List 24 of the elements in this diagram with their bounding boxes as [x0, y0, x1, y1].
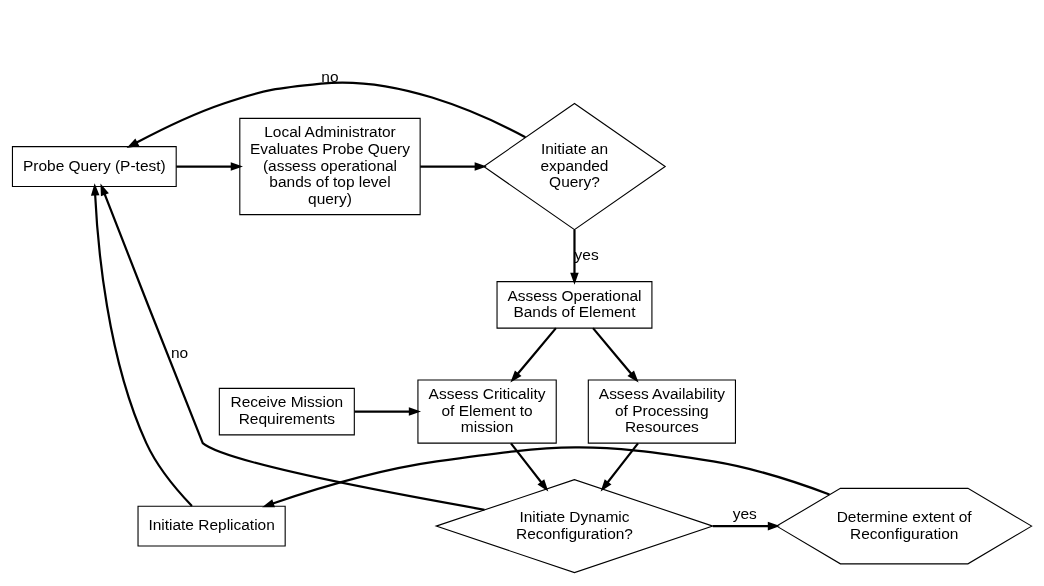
edge-label: no: [321, 67, 339, 85]
node-box: Local Administrator Evaluates Probe Query (assess operational bands of top level query): [239, 117, 421, 215]
arrow: [420, 161, 487, 171]
node-box: Assess Availability of Processing Resources: [587, 379, 736, 444]
arrow: [176, 161, 243, 171]
arrow: [712, 521, 780, 530]
edge-label: no: [170, 343, 189, 361]
node-box: Assess Operational Bands of Element: [496, 280, 653, 329]
node-box: Probe Query (P-test): [11, 145, 177, 187]
node-diamond: Initiate an expanded Query?: [482, 102, 667, 230]
edge-label: yes: [732, 504, 757, 522]
node-box: Receive Mission Requirements: [218, 387, 355, 435]
arrow: [570, 229, 579, 285]
node-box: Initiate Replication: [137, 505, 286, 547]
arrow: [126, 81, 526, 148]
arrow: [510, 326, 557, 383]
arrow: [100, 182, 485, 511]
node-box: Assess Criticality of Element to mission: [417, 379, 557, 444]
arrow: [262, 445, 830, 507]
arrow: [354, 406, 422, 416]
arrow: [90, 182, 193, 507]
arrow: [600, 442, 639, 491]
arrow: [592, 326, 639, 383]
arrow: [510, 442, 549, 491]
